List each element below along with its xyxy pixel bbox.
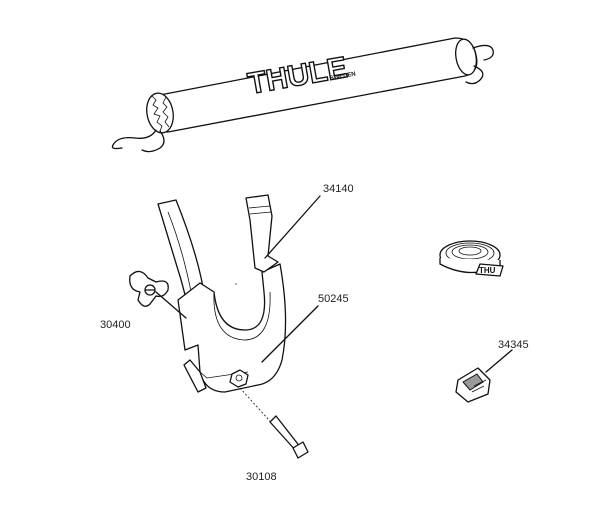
leader-50245 bbox=[261, 305, 319, 363]
bolt bbox=[269, 415, 309, 459]
strap-roll-brand: THU bbox=[479, 266, 496, 275]
buckle bbox=[455, 349, 513, 403]
wing-knob bbox=[129, 270, 187, 319]
fork-holder-assembly bbox=[157, 194, 288, 441]
padded-cylinder: THULE SWEDEN bbox=[111, 37, 494, 153]
part-label-30400: 30400 bbox=[100, 319, 131, 331]
part-label-30108: 30108 bbox=[246, 471, 277, 483]
part-label-34345: 34345 bbox=[498, 339, 529, 351]
part-label-50245: 50245 bbox=[318, 293, 349, 305]
leader-lines bbox=[235, 195, 321, 363]
strap-roll: THU bbox=[439, 240, 504, 277]
leader-34140 bbox=[264, 195, 321, 259]
thule-logo-subtext: SWEDEN bbox=[329, 71, 356, 81]
part-label-34140: 34140 bbox=[323, 183, 354, 195]
